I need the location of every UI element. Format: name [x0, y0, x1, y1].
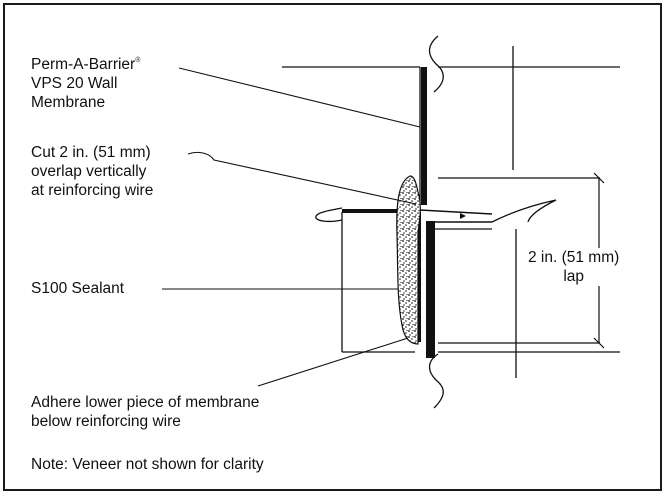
sealant-label: S100 Sealant: [31, 279, 124, 298]
upper-block-course: [282, 46, 620, 204]
drawing-frame: [3, 3, 662, 491]
sealant-bead: [396, 175, 421, 345]
cut-overlap-label: Cut 2 in. (51 mm) overlap vertically at …: [31, 143, 153, 200]
registered-mark: ®: [135, 57, 141, 64]
lap-label-line1: 2 in. (51 mm): [528, 249, 620, 266]
membrane-label-line1: Perm-A-Barrier: [31, 56, 136, 73]
adhere-label: Adhere lower piece of membrane below rei…: [31, 393, 259, 431]
lap-label-line2: lap: [563, 268, 584, 285]
lap-dimension-label: 2 in. (51 mm) lap: [526, 248, 622, 286]
note-text: Note: Veneer not shown for clarity: [31, 456, 264, 473]
leader-lines: [162, 67, 421, 387]
sealant-label-text: S100 Sealant: [31, 280, 125, 297]
adhere-label-line2: below reinforcing wire: [31, 413, 181, 430]
break-symbols: [315, 35, 557, 409]
lower-block-course: [341, 212, 620, 378]
note-label: Note: Veneer not shown for clarity: [31, 455, 264, 474]
membrane-label-line3: Membrane: [31, 94, 106, 111]
membrane-label: Perm-A-Barrier® VPS 20 Wall Membrane: [31, 55, 140, 112]
adhere-label-line1: Adhere lower piece of membrane: [31, 394, 260, 411]
cut-label-line3: at reinforcing wire: [31, 182, 154, 199]
membrane-label-line2: VPS 20 Wall: [31, 75, 118, 92]
cut-label-line1: Cut 2 in. (51 mm): [31, 144, 151, 161]
cut-label-line2: overlap vertically: [31, 163, 147, 180]
